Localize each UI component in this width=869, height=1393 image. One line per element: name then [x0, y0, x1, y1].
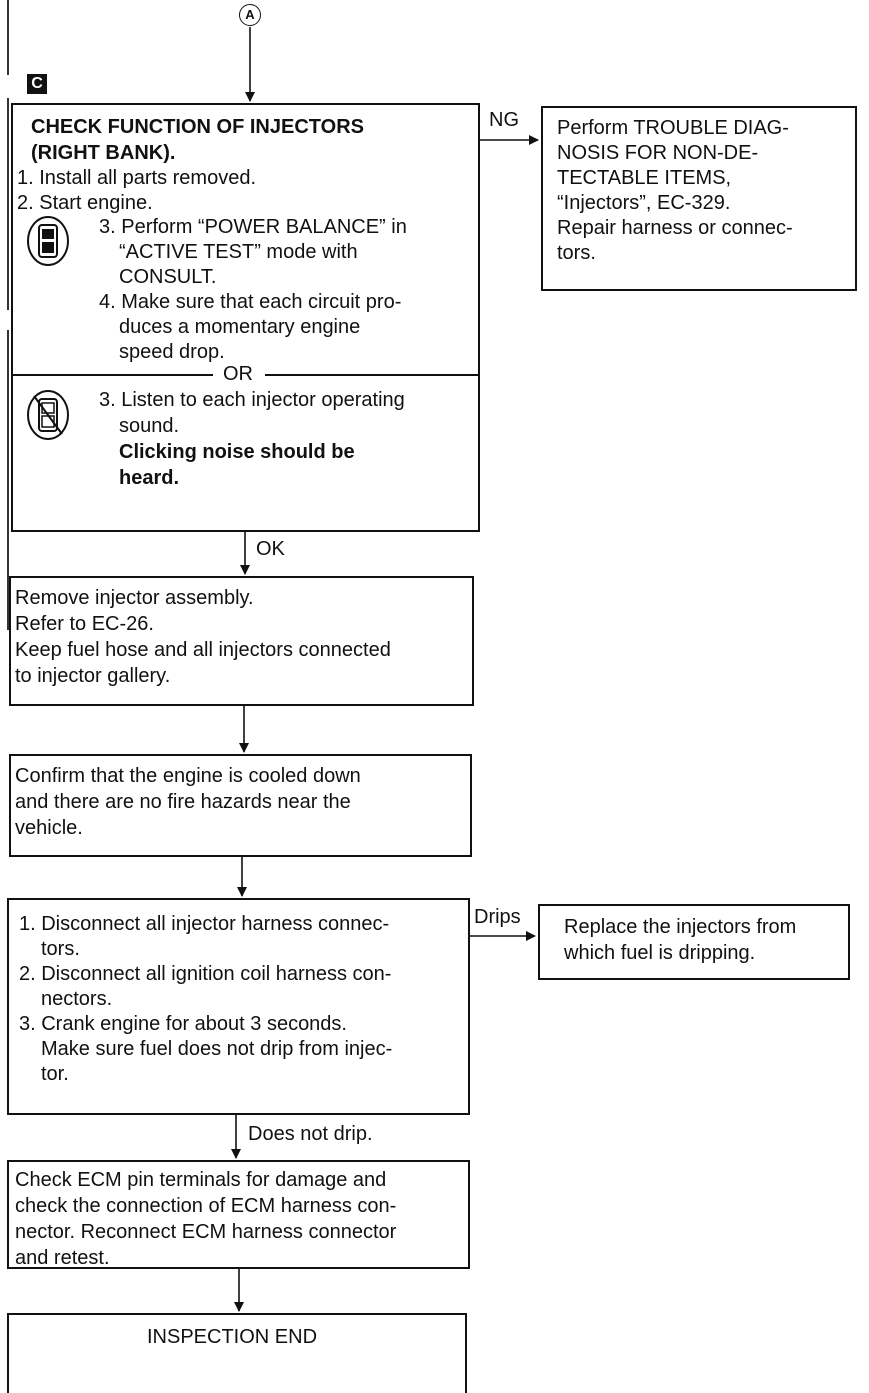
ng-box-l4: “Injectors”, EC-329. — [557, 192, 731, 214]
consult-step3-l1: 3. Perform “POWER BALANCE” in — [99, 216, 407, 238]
disconnect-l6: Make sure fuel does not drip from injec- — [41, 1038, 393, 1060]
section-mark: C — [27, 74, 47, 94]
ng-box-l1: Perform TROUBLE DIAG- — [557, 117, 789, 139]
drips-box-l1: Replace the injectors from — [564, 916, 797, 938]
check-ecm-box: Check ECM pin terminals for damage and c… — [7, 1160, 470, 1269]
main-title-line2: (RIGHT BANK). — [31, 142, 176, 164]
inspection-end-label: INSPECTION END — [147, 1326, 318, 1348]
ng-box-l5: Repair harness or connec- — [557, 217, 793, 239]
alt-step3-l2: sound. — [119, 415, 180, 437]
consult-step4-l1: 4. Make sure that each circuit pro- — [99, 291, 402, 313]
disconnect-l3: 2. Disconnect all ignition coil harness … — [19, 963, 392, 985]
or-divider-left — [13, 374, 213, 376]
ng-box-l6: tors. — [557, 242, 596, 264]
drips-box-l2: which fuel is dripping. — [564, 942, 756, 964]
consult-tester-icon — [27, 216, 69, 266]
trouble-diagnosis-box: Perform TROUBLE DIAG- NOSIS FOR NON-DE- … — [541, 106, 857, 291]
ng-label: NG — [489, 109, 519, 131]
margin-line-mid — [7, 98, 9, 310]
check-injectors-box: CHECK FUNCTION OF INJECTORS (RIGHT BANK)… — [11, 103, 480, 532]
disconnect-l2: tors. — [41, 938, 80, 960]
ok-label: OK — [256, 538, 285, 560]
alt-note-l1: Clicking noise should be — [119, 441, 355, 463]
consult-step3-l2: “ACTIVE TEST” mode with — [119, 241, 358, 263]
step1-text: 1. Install all parts removed. — [17, 167, 256, 189]
remove-l2: Refer to EC-26. — [15, 613, 154, 635]
disconnect-box: 1. Disconnect all injector harness conne… — [7, 898, 470, 1115]
margin-line-lower — [7, 330, 9, 630]
confirm-l1: Confirm that the engine is cooled down — [15, 765, 361, 787]
consult-step3-l3: CONSULT. — [119, 266, 217, 288]
or-label: OR — [223, 363, 253, 385]
replace-injectors-box: Replace the injectors from which fuel is… — [538, 904, 850, 980]
confirm-l3: vehicle. — [15, 817, 83, 839]
confirm-l2: and there are no fire hazards near the — [15, 791, 351, 813]
remove-l1: Remove injector assembly. — [15, 587, 254, 609]
remove-injector-box: Remove injector assembly. Refer to EC-26… — [9, 576, 474, 706]
remove-l4: to injector gallery. — [15, 665, 171, 687]
step2-text: 2. Start engine. — [17, 192, 153, 214]
no-consult-tester-icon — [27, 390, 69, 440]
ecm-l4: and retest. — [15, 1247, 110, 1269]
confirm-cooled-box: Confirm that the engine is cooled down a… — [9, 754, 472, 857]
or-divider-right — [265, 374, 480, 376]
ng-box-l2: NOSIS FOR NON-DE- — [557, 142, 759, 164]
remove-l3: Keep fuel hose and all injectors connect… — [15, 639, 391, 661]
ecm-l3: nector. Reconnect ECM harness connector — [15, 1221, 397, 1243]
ecm-l2: check the connection of ECM harness con- — [15, 1195, 397, 1217]
margin-line-top — [7, 0, 9, 75]
ecm-l1: Check ECM pin terminals for damage and — [15, 1169, 387, 1191]
consult-step4-l3: speed drop. — [119, 341, 225, 363]
ng-box-l3: TECTABLE ITEMS, — [557, 167, 732, 189]
connector-mark-label: A — [245, 7, 255, 22]
disconnect-l7: tor. — [41, 1063, 69, 1085]
alt-step3-l1: 3. Listen to each injector operating — [99, 389, 405, 411]
disconnect-l5: 3. Crank engine for about 3 seconds. — [19, 1013, 347, 1035]
inspection-end-box: INSPECTION END — [7, 1313, 467, 1393]
consult-step4-l2: duces a momentary engine — [119, 316, 361, 338]
drips-label: Drips — [474, 906, 521, 928]
does-not-drip-label: Does not drip. — [248, 1123, 373, 1145]
section-mark-label: C — [31, 75, 43, 92]
disconnect-l1: 1. Disconnect all injector harness conne… — [19, 913, 390, 935]
alt-note-l2: heard. — [119, 467, 180, 489]
disconnect-l4: nectors. — [41, 988, 113, 1010]
connector-mark: A — [239, 4, 261, 26]
main-title-line1: CHECK FUNCTION OF INJECTORS — [31, 116, 364, 138]
